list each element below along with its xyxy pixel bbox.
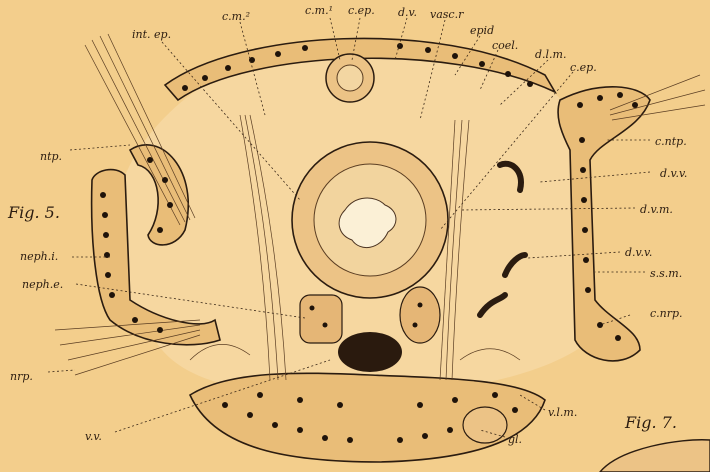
figure-7-label: Fig. 7.: [624, 413, 677, 432]
label-vasc-r: vasc.r: [430, 8, 464, 21]
dorsal-vessel-lumen: [337, 65, 363, 91]
nephridium-section-right: [400, 287, 440, 343]
label-gl: gl.: [508, 433, 522, 446]
figure-5-label: Fig. 5.: [7, 203, 60, 222]
label-ssm: s.s.m.: [650, 267, 682, 280]
label-c-ntp: c.ntp.: [655, 135, 687, 148]
label-ntp: ntp.: [40, 150, 62, 163]
fig7-fragment: [600, 440, 710, 472]
nephridium-section-left: [300, 295, 342, 343]
label-int-ep: int. ep.: [132, 28, 171, 41]
gland: [463, 407, 507, 443]
label-cep-top: c.ep.: [348, 4, 375, 17]
label-dv: d.v.: [398, 6, 417, 19]
label-dvm: d.v.m.: [640, 203, 673, 216]
label-dvv-1: d.v.v.: [660, 167, 687, 180]
label-vlm: v.l.m.: [548, 406, 577, 419]
label-vv: v.v.: [85, 430, 102, 443]
label-c-nrp: c.nrp.: [650, 307, 683, 320]
label-cm2: c.m.²: [222, 10, 250, 23]
label-neph-e: neph.e.: [22, 278, 63, 291]
label-coel: coel.: [492, 39, 518, 52]
label-cep-right: c.ep.: [570, 61, 597, 74]
ventral-vessel: [338, 332, 402, 372]
label-nrp: nrp.: [10, 370, 33, 383]
label-neph-i: neph.i.: [20, 250, 58, 263]
label-dlm: d.l.m.: [535, 48, 566, 61]
label-epid: epid: [470, 24, 494, 37]
label-dvv-2: d.v.v.: [625, 246, 652, 259]
label-cm1: c.m.¹: [305, 4, 333, 17]
